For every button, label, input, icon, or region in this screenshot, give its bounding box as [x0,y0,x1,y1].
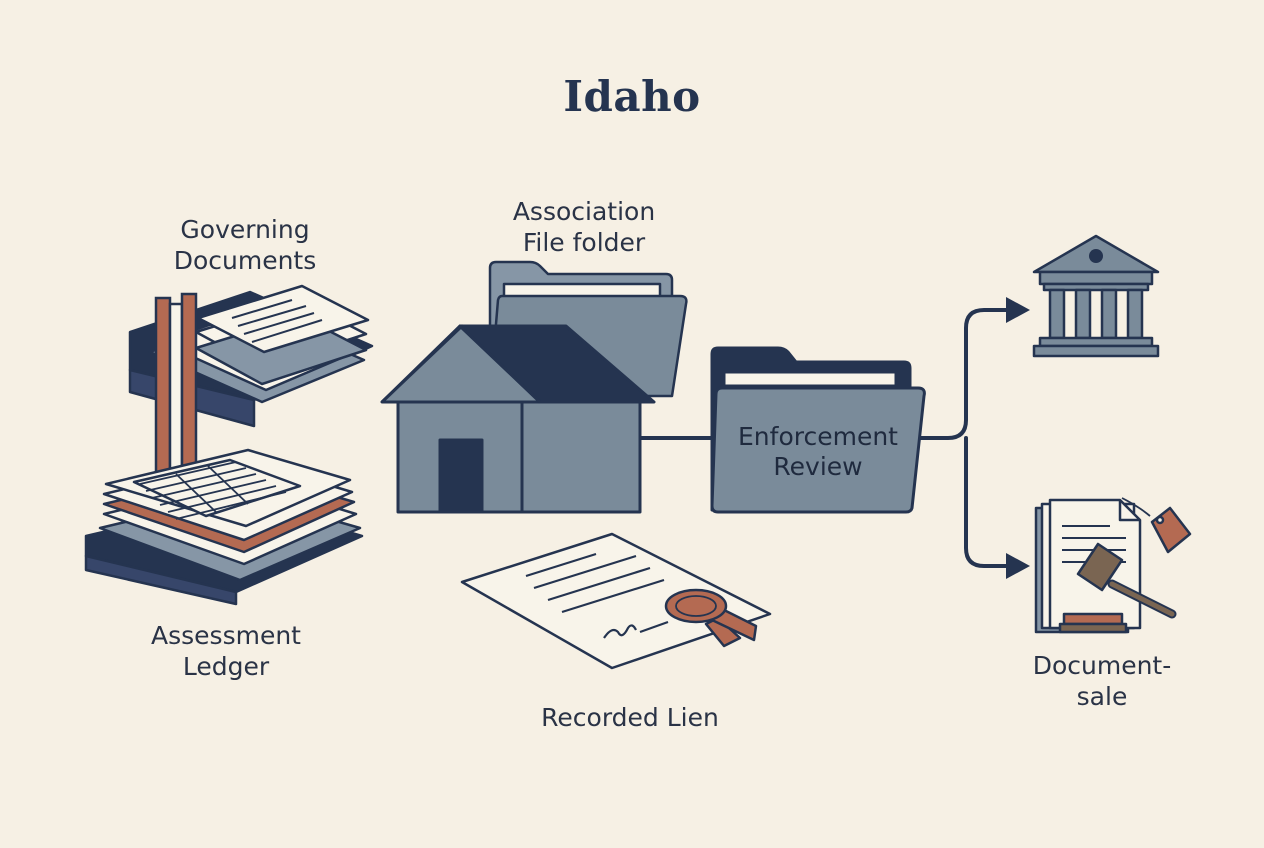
assessment-line-2: Ledger [182,652,270,681]
house-icon [380,324,656,514]
enforcement-line-2: Review [773,452,863,481]
branch-connector [918,308,1012,568]
page-title: Idaho [563,72,701,121]
governing-line-1: Governing [180,215,310,244]
document-sale-line-1: Document- [1032,651,1172,680]
association-folder-label: Association File folder [486,196,682,258]
document-sale-icon [1034,497,1192,634]
courthouse-icon [1032,234,1160,358]
assessment-ledger-label: Assessment Ledger [128,620,324,682]
enforcement-folder-icon [710,346,926,514]
recorded-lien-label: Recorded Lien [541,703,719,732]
assessment-line-1: Assessment [151,621,301,650]
assessment-ledger-icon [84,448,364,606]
binder-spine-icon [154,292,198,478]
document-sale-line-2: sale [1076,682,1128,711]
enforcement-review-label: Enforcement Review [712,422,924,482]
association-line-2: File folder [522,228,646,257]
lien-seal-icon [664,588,758,648]
association-line-1: Association [512,197,656,226]
arrow-head-up [1006,297,1030,323]
enforcement-line-1: Enforcement [738,422,898,451]
arrow-head-down [1006,553,1030,579]
connector-lines [638,308,1012,568]
recorded-lien-icon [460,532,772,670]
price-tag-icon [1121,497,1192,554]
governing-line-2: Documents [173,246,317,275]
document-sale-label: Document- sale [1012,650,1192,712]
governing-documents-label: Governing Documents [150,214,340,276]
gavel-icon [1058,542,1177,634]
